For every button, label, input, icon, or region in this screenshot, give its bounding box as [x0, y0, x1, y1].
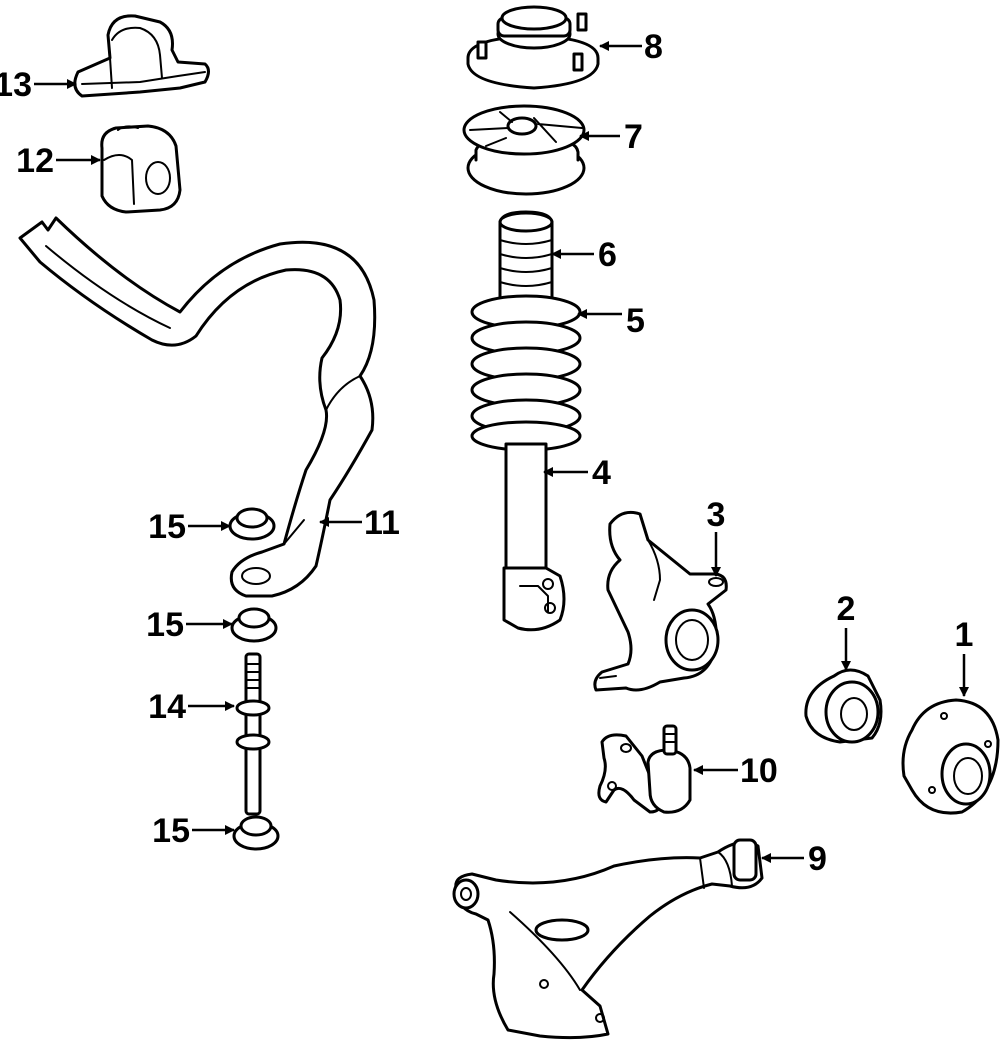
wheel-hub-part — [901, 698, 1000, 815]
stabilizer-bar-part — [18, 216, 377, 598]
callout-5: 5 — [626, 302, 645, 340]
callout-11: 11 — [364, 504, 400, 542]
leader-lines — [34, 41, 969, 863]
wheel-bearing-part — [804, 668, 883, 744]
strut-part — [502, 442, 566, 632]
bump-stop-boot-part — [498, 210, 554, 302]
callout-10: 10 — [740, 752, 778, 790]
callout-15a: 15 — [148, 508, 186, 546]
ball-joint-part — [597, 724, 692, 814]
callout-6: 6 — [598, 236, 617, 274]
link-bushing-bottom — [232, 815, 280, 851]
callout-8: 8 — [644, 28, 663, 66]
callout-1: 1 — [955, 616, 974, 654]
callout-7: 7 — [624, 118, 643, 156]
callout-12: 12 — [16, 142, 54, 180]
callout-13: 13 — [0, 66, 32, 104]
link-bushing-middle — [230, 607, 278, 643]
callout-4: 4 — [592, 454, 611, 492]
callout-labels: 1 2 3 4 5 6 7 8 9 10 11 12 13 14 15 15 1… — [0, 28, 973, 878]
callout-15c: 15 — [152, 812, 190, 850]
steering-knuckle-part — [593, 510, 728, 692]
callout-9: 9 — [808, 840, 827, 878]
link-bolt-part — [235, 652, 271, 816]
bushing-bracket-part — [73, 14, 210, 98]
callout-14: 14 — [148, 688, 186, 726]
callout-2: 2 — [837, 590, 856, 628]
callout-15b: 15 — [146, 606, 184, 644]
callout-3: 3 — [707, 496, 726, 534]
strut-mount-part — [466, 5, 600, 90]
coil-spring-part — [470, 294, 582, 452]
spring-seat-part — [462, 104, 586, 196]
link-bushing-top — [228, 507, 276, 541]
stabilizer-bushing-part — [100, 124, 182, 214]
lower-control-arm-part — [452, 838, 764, 1040]
